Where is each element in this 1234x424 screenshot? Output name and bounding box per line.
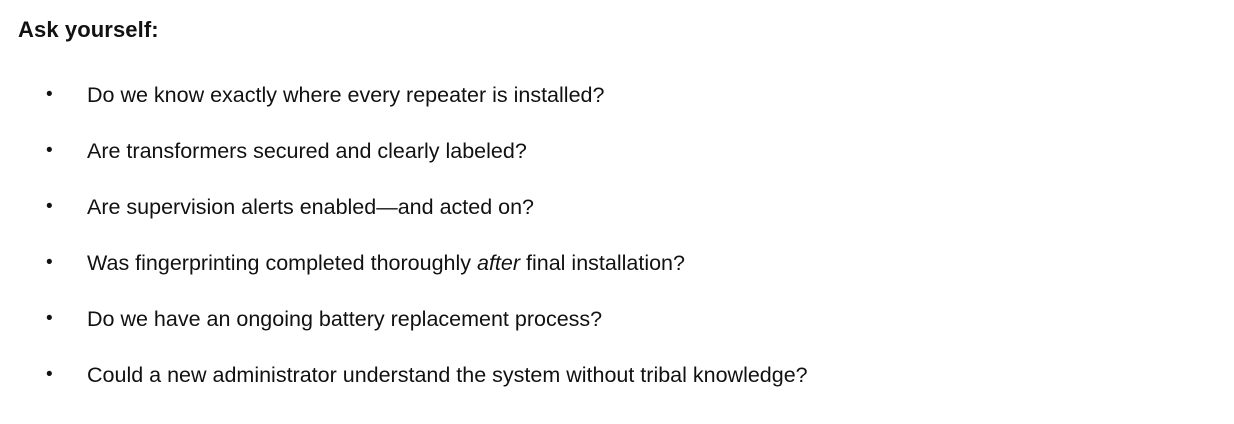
list-item-text: Are supervision alerts enabled—and acted…	[87, 195, 534, 219]
list-item-text: Are transformers secured and clearly lab…	[87, 139, 527, 163]
list-item-text-before: Was fingerprinting completed thoroughly	[87, 251, 477, 275]
bullet-point-icon: •	[46, 252, 53, 273]
list-item: • Do we know exactly where every repeate…	[0, 76, 1234, 132]
list-item-text-emphasis: after	[477, 251, 521, 275]
list-item-text: Do we know exactly where every repeater …	[87, 83, 604, 107]
list-item-text: Could a new administrator understand the…	[87, 363, 808, 387]
list-item: • Are transformers secured and clearly l…	[0, 132, 1234, 188]
list-item-text-before: Do we know exactly where every repeater …	[87, 83, 605, 107]
bullet-point-icon: •	[46, 364, 53, 385]
bullet-point-icon: •	[46, 308, 53, 329]
list-item-text-before: Do we have an ongoing battery replacemen…	[87, 307, 603, 331]
list-item: • Are supervision alerts enabled—and act…	[0, 188, 1234, 244]
list-item-text: Was fingerprinting completed thoroughly …	[87, 251, 685, 275]
bullet-point-icon: •	[46, 84, 53, 105]
list-item-text-after: final installation?	[520, 251, 685, 275]
list-item-text-before: Are supervision alerts enabled—and acted…	[87, 195, 535, 219]
list-item-text: Do we have an ongoing battery replacemen…	[87, 307, 602, 331]
list-item: • Was fingerprinting completed thoroughl…	[0, 244, 1234, 300]
list-item-text-before: Could a new administrator understand the…	[87, 363, 808, 387]
bullet-point-icon: •	[46, 196, 53, 217]
list-item-text-before: Are transformers secured and clearly lab…	[87, 139, 527, 163]
checklist-questions: • Do we know exactly where every repeate…	[0, 76, 1234, 412]
list-item: • Could a new administrator understand t…	[0, 356, 1234, 412]
bullet-point-icon: •	[46, 140, 53, 161]
page-heading: Ask yourself:	[18, 17, 159, 42]
list-item: • Do we have an ongoing battery replacem…	[0, 300, 1234, 356]
